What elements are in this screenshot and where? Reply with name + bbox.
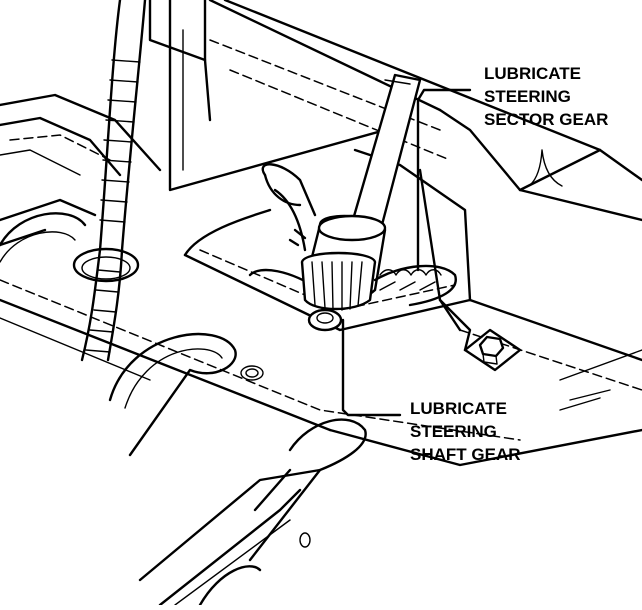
left-upper-bracket xyxy=(0,93,162,177)
leader-lines xyxy=(341,88,472,417)
callout-shaft-gear: LUBRICATE STEERING SHAFT GEAR xyxy=(410,399,521,464)
callout-shaft-line3: SHAFT GEAR xyxy=(410,445,521,464)
callout-shaft-line2: STEERING xyxy=(410,422,497,441)
shaft-gear xyxy=(300,251,377,332)
floor-plate xyxy=(0,198,642,467)
callout-sector-line1: LUBRICATE xyxy=(484,64,581,83)
callout-sector-gear: LUBRICATE STEERING SECTOR GEAR xyxy=(484,64,608,129)
mounting-bolt xyxy=(438,298,522,372)
callout-sector-line3: SECTOR GEAR xyxy=(484,110,608,129)
left-loop-handle xyxy=(0,212,237,457)
upper-frame-panel xyxy=(148,0,642,222)
lower-fork-lever xyxy=(138,365,367,607)
callout-shaft-line1: LUBRICATE xyxy=(410,399,507,418)
callout-sector-line2: STEERING xyxy=(484,87,571,106)
left-hose xyxy=(72,0,147,362)
